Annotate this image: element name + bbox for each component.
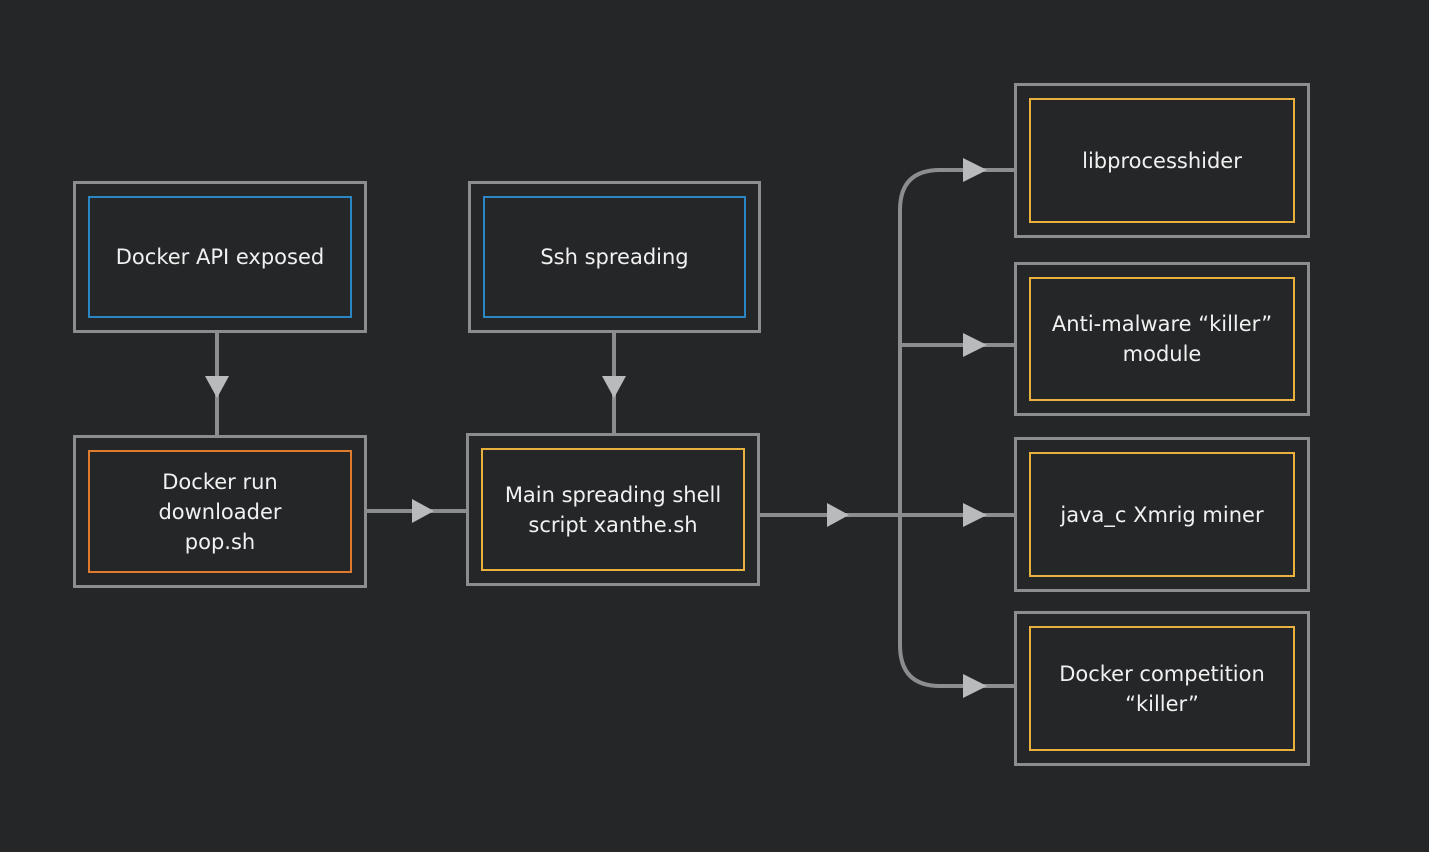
node-docker-run-downloader-inner: Docker run downloader pop.sh (88, 450, 352, 573)
node-docker-run-downloader: Docker run downloader pop.sh (73, 435, 367, 588)
node-libprocesshider: libprocesshider (1014, 83, 1310, 238)
node-docker-api-exposed-inner: Docker API exposed (88, 196, 352, 318)
node-libprocesshider-label: libprocesshider (1082, 148, 1242, 173)
edge-to-libprocesshider (898, 158, 1016, 515)
node-ssh-spreading-inner: Ssh spreading (483, 196, 746, 318)
node-ssh-spreading-label: Ssh spreading (540, 245, 689, 269)
node-antimalware-killer-inner: Anti-malware “killer” module (1029, 277, 1295, 401)
node-docker-competition-killer-label: Docker competition “killer” (1059, 661, 1265, 716)
node-xmrig-miner-label: java_c Xmrig miner (1060, 502, 1264, 527)
edge-docker-api-to-docker-run (205, 333, 229, 435)
node-docker-competition-killer-inner: Docker competition “killer” (1029, 626, 1295, 751)
node-docker-run-downloader-label: Docker run downloader pop.sh (158, 469, 282, 554)
node-main-spreading-script-label: Main spreading shell script xanthe.sh (504, 482, 722, 537)
edge-docker-run-to-main-script (366, 499, 467, 523)
node-xmrig-miner: java_c Xmrig miner (1014, 437, 1310, 592)
edge-to-antimalware (900, 333, 1016, 357)
node-ssh-spreading: Ssh spreading (468, 181, 761, 333)
node-docker-api-exposed: Docker API exposed (73, 181, 367, 333)
node-docker-competition-killer: Docker competition “killer” (1014, 611, 1310, 766)
node-antimalware-killer: Anti-malware “killer” module (1014, 262, 1310, 416)
node-docker-api-exposed-label: Docker API exposed (115, 245, 325, 269)
node-main-spreading-script: Main spreading shell script xanthe.sh (466, 433, 760, 586)
node-libprocesshider-inner: libprocesshider (1029, 98, 1295, 223)
node-antimalware-killer-label: Anti-malware “killer” module (1051, 312, 1273, 366)
edge-main-script-to-modules (759, 503, 1016, 527)
node-main-spreading-script-inner: Main spreading shell script xanthe.sh (481, 448, 745, 571)
node-xmrig-miner-inner: java_c Xmrig miner (1029, 452, 1295, 577)
edge-to-docker-competition (898, 515, 1016, 698)
edge-ssh-to-main-script (602, 333, 626, 433)
